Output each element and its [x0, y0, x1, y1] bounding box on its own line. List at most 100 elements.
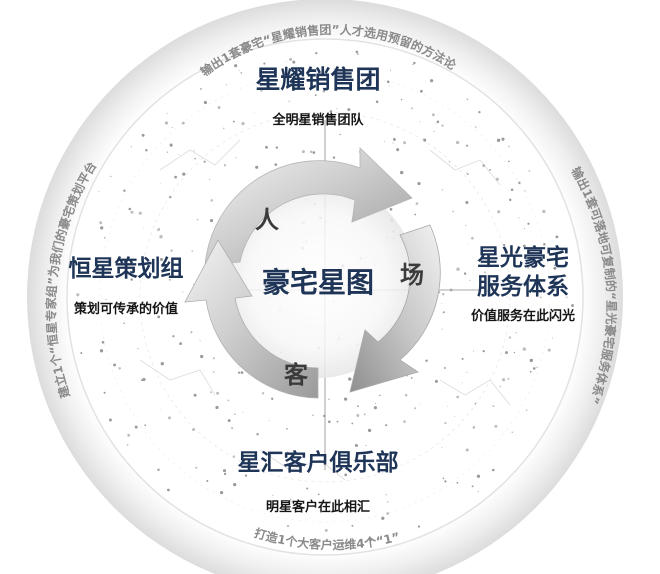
star-dot	[455, 140, 460, 145]
star-dot	[127, 433, 131, 437]
star-dot	[80, 352, 83, 354]
star-dot	[386, 80, 390, 84]
star-dot	[174, 175, 177, 179]
star-dot	[190, 331, 193, 334]
star-dot	[237, 371, 241, 374]
star-dot	[566, 296, 568, 298]
star-dot	[332, 156, 336, 159]
star-dot	[471, 236, 474, 240]
star-dot	[327, 420, 331, 424]
star-dot	[164, 121, 169, 125]
star-dot	[396, 464, 399, 467]
star-dot	[293, 112, 295, 115]
star-dot	[508, 145, 510, 148]
star-dot	[482, 349, 485, 353]
star-dot	[389, 207, 393, 211]
star-dot	[238, 367, 240, 369]
star-dot	[137, 348, 139, 350]
star-dot	[529, 370, 532, 373]
star-dot	[182, 172, 186, 176]
star-dot	[306, 115, 309, 119]
star-dot	[312, 414, 314, 416]
star-dot	[361, 79, 364, 81]
star-dot	[144, 424, 147, 427]
star-dot	[261, 392, 265, 395]
star-dot	[142, 377, 146, 382]
star-dot	[497, 277, 499, 280]
star-dot	[157, 315, 161, 319]
star-dot	[507, 377, 510, 380]
star-dot	[410, 377, 413, 379]
star-dot	[343, 397, 348, 401]
star-dot	[356, 414, 360, 417]
star-dot	[103, 391, 106, 394]
star-dot	[209, 219, 214, 223]
star-dot	[528, 170, 531, 172]
star-dot	[306, 487, 309, 490]
star-dot	[555, 235, 559, 239]
star-dot	[203, 160, 206, 163]
star-dot	[494, 424, 498, 428]
star-dot	[291, 500, 294, 503]
arrow-ren	[204, 147, 413, 266]
star-dot	[203, 369, 205, 371]
star-dot	[242, 411, 244, 413]
star-dot	[476, 474, 481, 478]
star-dot	[420, 403, 422, 405]
star-dot	[392, 137, 396, 141]
star-dot	[542, 209, 546, 214]
star-dot	[263, 62, 266, 65]
star-dot	[478, 110, 481, 114]
star-dot	[392, 142, 394, 144]
star-dot	[431, 113, 435, 117]
star-dot	[414, 407, 417, 410]
star-dot	[469, 279, 471, 282]
star-dot	[235, 157, 237, 159]
star-dot	[167, 305, 170, 307]
star-dot	[276, 122, 279, 125]
star-dot	[441, 189, 444, 191]
star-dot	[356, 53, 359, 56]
star-dot	[255, 165, 259, 169]
star-dot	[297, 117, 301, 121]
star-dot	[157, 468, 160, 472]
star-dot	[113, 363, 117, 367]
star-dot	[200, 354, 204, 359]
star-dot	[441, 124, 444, 127]
star-dot	[322, 89, 326, 93]
star-dot	[199, 87, 202, 90]
star-dot	[234, 413, 236, 415]
star-dot	[285, 60, 287, 62]
star-dot	[103, 236, 106, 239]
star-dot	[505, 351, 508, 355]
star-dot	[191, 250, 193, 252]
star-dot	[465, 224, 467, 226]
star-dot	[192, 428, 195, 432]
star-dot	[219, 490, 224, 495]
star-dot	[447, 405, 449, 407]
star-dot	[195, 466, 198, 469]
star-dot	[367, 428, 372, 433]
star-dot	[225, 84, 228, 86]
star-dot	[396, 148, 400, 152]
node-right-subtitle: 价值服务在此闪光	[471, 308, 575, 324]
star-dot	[233, 482, 237, 487]
star-dot	[551, 316, 555, 320]
star-dot	[238, 70, 240, 71]
node-top-subtitle: 全明星销售团队	[271, 112, 364, 128]
star-dot	[260, 84, 262, 86]
star-dot	[231, 427, 234, 430]
star-dot	[522, 347, 526, 351]
star-dot	[518, 217, 520, 219]
arrow-ke	[184, 239, 319, 399]
star-dot	[336, 420, 339, 423]
star-dot	[99, 221, 103, 225]
star-dot	[217, 106, 221, 109]
star-dot	[156, 258, 159, 261]
star-dot	[328, 398, 330, 401]
star-dot	[547, 348, 551, 352]
star-dot	[436, 120, 440, 124]
star-dot	[301, 150, 305, 154]
star-dot	[471, 485, 474, 488]
